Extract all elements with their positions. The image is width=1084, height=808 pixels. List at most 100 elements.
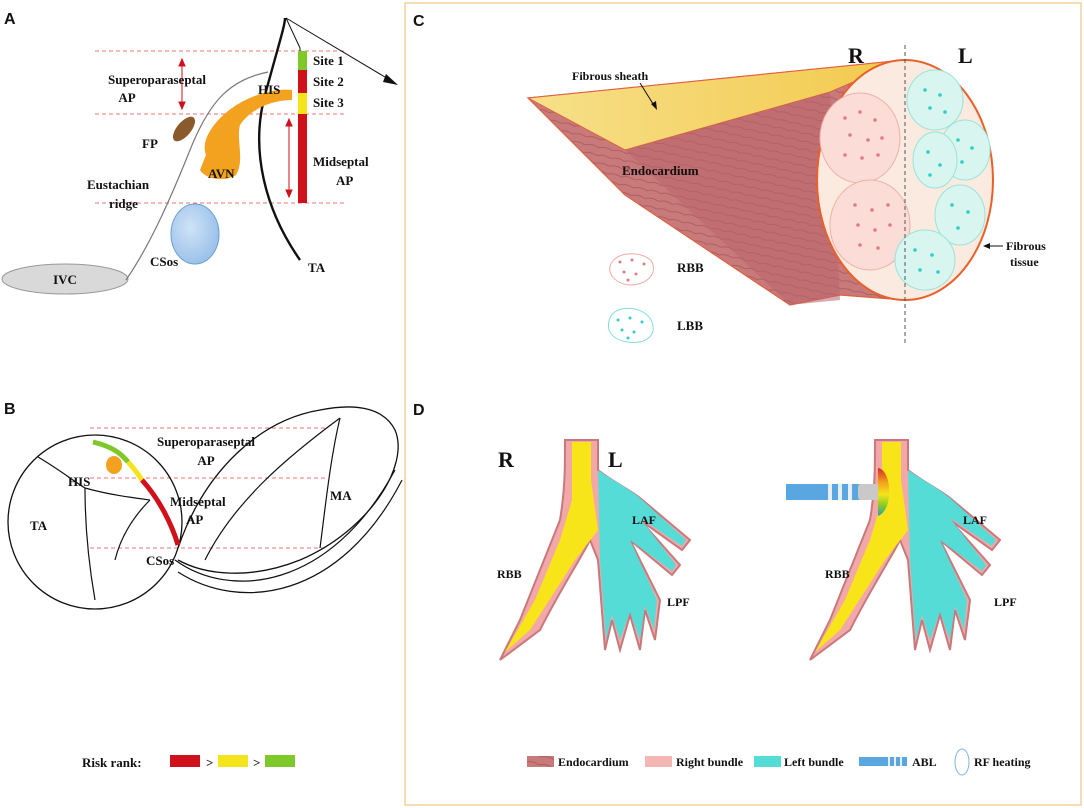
d-lpf-right-label: LPF [994,595,1017,609]
legend-abl-label: ABL [912,755,937,769]
a-superoparaseptal-ap-label: AP [118,90,135,105]
d-left-rbb-yellow [505,442,598,652]
csos-shape [170,203,220,265]
d-legend: Endocardium Right bundle Left bundle ABL… [527,748,1031,776]
b-leaflet-4 [114,499,151,561]
b-csos-label: CSos [146,553,174,568]
c-endocardium-label: Endocardium [622,163,699,178]
a-midseptal-label: Midseptal [313,154,369,169]
c-lbb-label: LBB [677,318,703,333]
d-laf-left-label: LAF [632,513,656,527]
c-lbb-legend-dots [616,316,644,340]
a-avn-label: AVN [208,166,235,181]
c-lbb-legend-blob [607,307,654,344]
c-tissue-arrow-icon [983,243,990,249]
legend-left-bundle-swatch [754,756,781,767]
c-rbb-legend-blob [609,253,654,286]
risk-rank-yellow [218,755,248,767]
d-catheter-bands [828,484,852,500]
a-his-label: HIS [258,82,280,97]
panel-a-letter: A [4,11,16,28]
d-catheter-tip [858,484,880,500]
b-midseptal-label: Midseptal [170,494,226,509]
c-sheath-pointer [639,82,656,108]
site3-bar [298,93,307,114]
a-site3-label: Site 3 [313,95,344,110]
midseptal-bar [298,114,307,203]
d-right-lbb [906,442,996,640]
c-rbb-dots [843,110,892,250]
panel-a-arrows [178,57,293,199]
d-laf-right-label: LAF [963,513,987,527]
c-wedge-shadow [625,92,840,305]
b-leaflet-3 [84,487,151,501]
legend-endocardium-label: Endocardium [558,755,629,769]
avn-shape [200,89,292,180]
panel-d: D R L LAF RBB LPF LAF RBB LPF [413,402,1031,776]
c-l-label: L [958,43,973,68]
his-arrow-line [285,17,396,84]
d-r-label: R [498,447,515,472]
c-lbb-dots [913,88,974,274]
risk-rank-green [265,755,295,767]
b-midseptal-ap-label: AP [186,512,203,527]
panel-d-letter: D [413,402,425,419]
his-arrowhead-icon [383,74,398,85]
c-rbb-legend-dots [618,258,646,282]
a-midseptal-ap-label: AP [336,173,353,188]
d-tree-left [499,439,692,661]
b-cs-line-2 [177,479,403,594]
d-lpf-left-label: LPF [667,595,690,609]
b-leaflet-2 [84,487,96,601]
panel-b-letter: B [4,401,16,418]
b-superoparaseptal-label: Superoparaseptal [157,434,255,449]
c-fibrous-sheath-label: Fibrous sheath [572,69,648,83]
b-cs-line-1 [174,469,396,582]
a-eustachian-label: Eustachian [87,177,150,192]
risk-rank-sep-1: > [206,755,213,770]
c-sheath-arrow-icon [651,101,657,110]
b-ta-label: TA [30,518,48,533]
b-ma-label: MA [330,488,352,503]
legend-abl-bands [888,757,902,766]
fp-shape [172,116,196,142]
c-tissue-label: tissue [1010,255,1039,269]
legend-endocardium-swatch [527,756,554,767]
legend-right-bundle-label: Right bundle [676,755,744,769]
b-ma-line-1 [204,417,341,561]
c-rbb-label: RBB [677,260,704,275]
legend-rf-heating-label: RF heating [974,755,1031,769]
legend-left-bundle-label: Left bundle [784,755,844,769]
b-ta-circle [7,434,183,610]
panel-a: A [1,11,398,295]
risk-rank-red [170,755,200,767]
a-ta-label: TA [308,260,326,275]
a-fp-label: FP [142,136,158,151]
b-his-dot [106,456,122,474]
a-ivc-label: IVC [53,272,77,287]
b-ma-outline [177,406,399,574]
site1-bar [298,51,307,70]
right-panel-frame [404,2,1082,806]
c-lbb-fascicles [894,69,991,291]
c-rbb-fascicles [819,92,911,271]
ta-curve [258,17,301,261]
d-tree-right [786,439,1002,661]
d-rbb-right-label: RBB [825,567,850,581]
c-fibrous-label: Fibrous [1006,239,1046,253]
b-risk-red [140,478,181,546]
c-r-label: R [848,43,865,68]
d-rbb-left-label: RBB [497,567,522,581]
ivc-shape [1,263,129,295]
d-l-label: L [608,447,623,472]
b-superoparaseptal-ap-label: AP [197,453,214,468]
a-ridge-label: ridge [109,196,138,211]
panel-b: B Superoparaseptal AP HIS Midseptal AP T… [4,401,403,770]
legend-right-bundle-swatch [645,756,672,767]
d-rf-heating-zone [878,468,890,516]
legend-rf-heating-icon [954,748,970,776]
b-his-label: HIS [68,474,90,489]
b-risk-green [92,439,130,464]
b-risk-yellow [126,460,145,482]
a-site2-label: Site 2 [313,74,344,89]
